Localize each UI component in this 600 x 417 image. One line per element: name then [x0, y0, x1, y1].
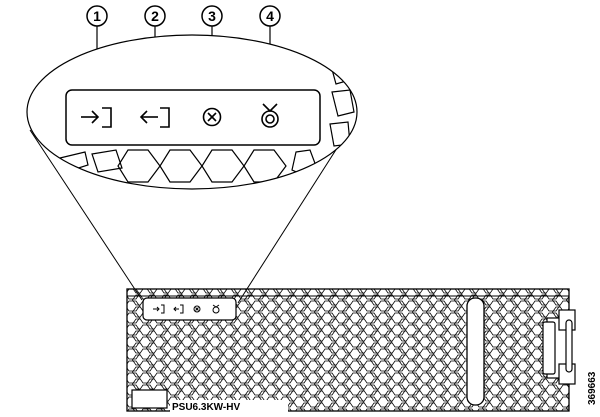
magnified-led-panel: [26, 34, 358, 190]
handle-slot: [466, 297, 485, 406]
fault-icon: [202, 107, 222, 127]
output-power-icon: [139, 107, 170, 128]
latch: [542, 309, 576, 385]
led-strip: [142, 297, 237, 321]
callout-number-1: 1: [93, 8, 101, 24]
callout-number-2: 2: [151, 8, 159, 24]
psu-model-label: PSU6.3KW-HV: [172, 402, 240, 413]
input-power-icon: [81, 107, 112, 128]
figure-id: 369663: [587, 371, 598, 405]
psu-unit: PSU6.3KW-HV: [126, 288, 576, 413]
callout-number-4: 4: [266, 8, 274, 24]
callout-number-3: 3: [208, 8, 216, 24]
locator-icon: [261, 103, 279, 128]
